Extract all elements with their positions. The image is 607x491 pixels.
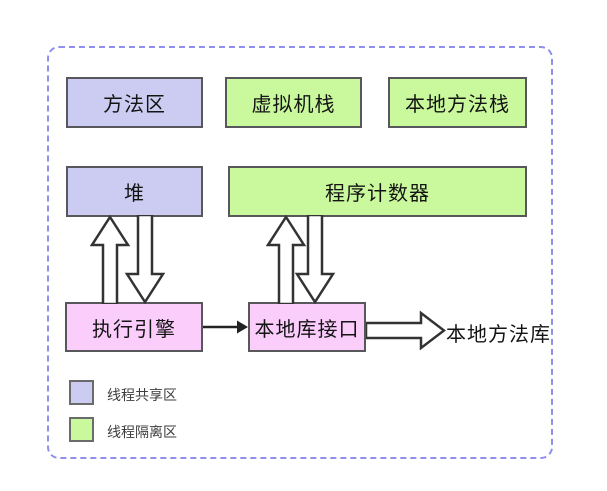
up-arrow-icon [266, 215, 307, 304]
engine-to-interface-arrow-icon [203, 320, 248, 334]
dashed-boundary-frame [47, 46, 553, 459]
pc-interface-double-arrow-icon [266, 215, 336, 304]
box-native-method-stack: 本地方法栈 [388, 77, 527, 128]
interface-to-native-lib-arrow-icon [366, 310, 446, 351]
legend-label-thread-shared: 线程共享区 [107, 388, 177, 404]
down-arrow-icon [124, 215, 166, 304]
legend-swatch-thread-isolated [69, 417, 94, 442]
up-arrow-icon [90, 215, 131, 304]
box-program-counter: 程序计数器 [228, 166, 527, 217]
box-heap: 堆 [66, 166, 203, 217]
box-execution-engine: 执行引擎 [65, 302, 203, 352]
native-method-library-label: 本地方法库 [446, 322, 551, 346]
down-arrow-icon [294, 215, 336, 304]
box-vm-stack: 虚拟机栈 [225, 77, 362, 128]
legend-label-thread-isolated: 线程隔离区 [107, 425, 177, 441]
box-method-area: 方法区 [66, 77, 203, 128]
heap-engine-double-arrow-icon [90, 215, 166, 304]
legend-swatch-thread-shared [69, 380, 94, 405]
box-native-interface: 本地库接口 [248, 302, 366, 352]
